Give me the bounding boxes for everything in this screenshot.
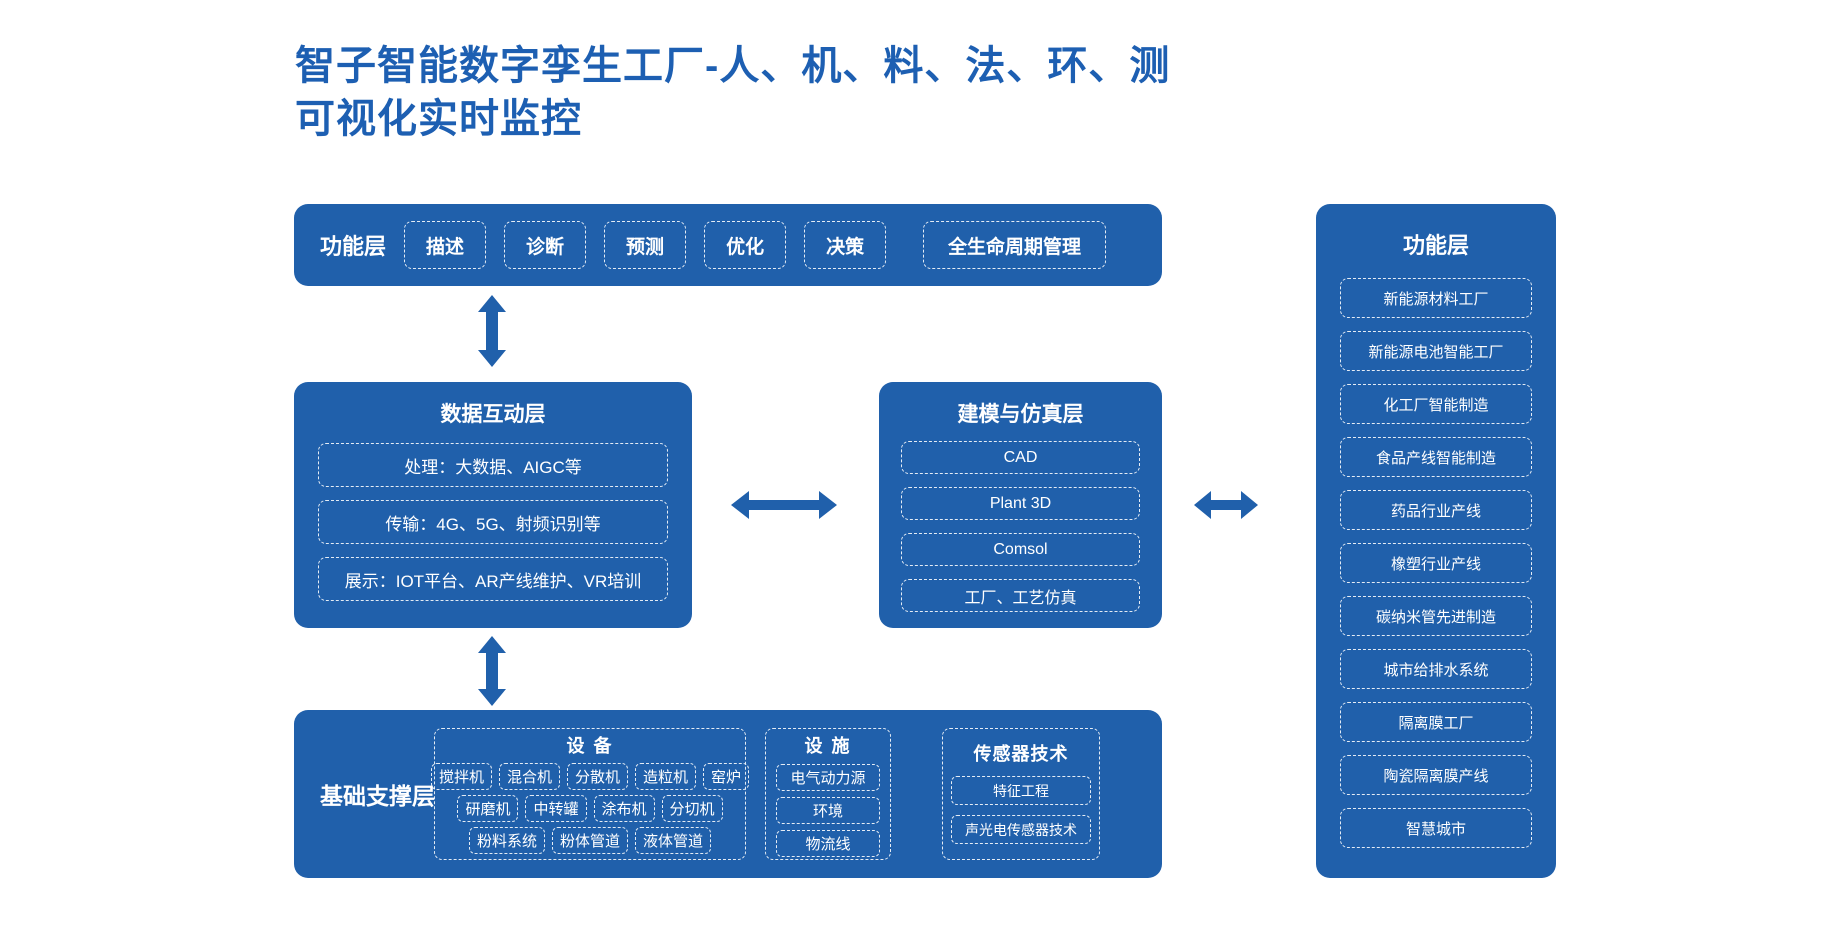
sensor-item: 声光电传感器技术 [951, 815, 1091, 844]
modeling-simulation-layer-box: 建模与仿真层 CAD Plant 3D Comsol 工厂、工艺仿真 [879, 382, 1162, 628]
application-item: 城市给排水系统 [1340, 649, 1532, 689]
equipment-item: 涂布机 [593, 795, 655, 822]
data-item-display: 展示：IOT平台、AR产线维护、VR培训 [318, 557, 668, 601]
top-function-layer-box: 功能层 描述 诊断 预测 优化 决策 全生命周期管理 [294, 204, 1162, 286]
equipment-item: 液体管道 [635, 827, 712, 854]
function-item-diagnose: 诊断 [504, 221, 587, 269]
equipment-item: 造粒机 [635, 763, 697, 790]
facility-item: 电气动力源 [776, 764, 880, 791]
function-item-lifecycle: 全生命周期管理 [922, 221, 1106, 269]
modeling-item-plant3d: Plant 3D [901, 487, 1140, 520]
modeling-simulation-layer-title: 建模与仿真层 [957, 403, 1084, 426]
horizontal-double-arrow-icon-right [1194, 491, 1258, 519]
top-function-layer-label: 功能层 [320, 234, 387, 259]
function-item-predict: 预测 [604, 221, 687, 269]
application-item: 新能源材料工厂 [1340, 278, 1532, 318]
page-title-line1: 智子智能数字孪生工厂-人、机、料、法、环、测 [295, 44, 1171, 88]
foundation-support-layer-box: 基础支撑层 设 备 搅拌机 混合机 分散机 造粒机 窑炉 研磨机 中转罐 涂布机… [294, 710, 1162, 878]
sensor-tech-group: 传感器技术 特征工程 声光电传感器技术 [942, 728, 1100, 860]
equipment-group: 设 备 搅拌机 混合机 分散机 造粒机 窑炉 研磨机 中转罐 涂布机 分切机 粉… [430, 728, 750, 860]
application-item: 碳纳米管先进制造 [1340, 596, 1532, 636]
equipment-item: 搅拌机 [430, 763, 492, 790]
foundation-layer-label: 基础支撑层 [320, 783, 435, 809]
vertical-double-arrow-icon-top [478, 295, 506, 367]
sensor-tech-group-title: 传感器技术 [973, 744, 1069, 764]
application-item: 化工厂智能制造 [1340, 384, 1532, 424]
right-function-layer-box: 功能层 新能源材料工厂 新能源电池智能工厂 化工厂智能制造 食品产线智能制造 药… [1316, 204, 1556, 878]
data-item-transmission: 传输：4G、5G、射频识别等 [318, 500, 668, 544]
modeling-item-cad: CAD [901, 441, 1140, 474]
equipment-item: 分切机 [661, 795, 723, 822]
facility-item: 物流线 [776, 830, 880, 857]
application-item: 药品行业产线 [1340, 490, 1532, 530]
application-item: 橡塑行业产线 [1340, 543, 1532, 583]
application-item: 智慧城市 [1340, 808, 1532, 848]
equipment-item: 研磨机 [457, 795, 519, 822]
equipment-item: 粉料系统 [468, 827, 545, 854]
equipment-item: 混合机 [498, 763, 560, 790]
equipment-item: 分散机 [567, 763, 629, 790]
equipment-group-title: 设 备 [566, 736, 614, 756]
function-item-optimize: 优化 [704, 221, 787, 269]
data-item-processing: 处理：大数据、AIGC等 [318, 443, 668, 487]
facility-item: 环境 [776, 797, 880, 824]
page-title-line2: 可视化实时监控 [295, 96, 582, 141]
application-item: 陶瓷隔离膜产线 [1340, 755, 1532, 795]
equipment-item: 窑炉 [703, 763, 750, 790]
horizontal-double-arrow-icon-left [731, 491, 837, 519]
right-function-layer-title: 功能层 [1402, 233, 1469, 258]
application-item: 隔离膜工厂 [1340, 702, 1532, 742]
function-item-decide: 决策 [804, 221, 887, 269]
equipment-item: 中转罐 [525, 795, 587, 822]
function-item-describe: 描述 [404, 221, 487, 269]
data-interaction-layer-box: 数据互动层 处理：大数据、AIGC等 传输：4G、5G、射频识别等 展示：IOT… [294, 382, 692, 628]
facilities-group-title: 设 施 [804, 736, 852, 756]
application-item: 新能源电池智能工厂 [1340, 331, 1532, 371]
facilities-group: 设 施 电气动力源 环境 物流线 [765, 728, 891, 860]
application-item: 食品产线智能制造 [1340, 437, 1532, 477]
modeling-item-comsol: Comsol [901, 533, 1140, 566]
equipment-item: 粉体管道 [551, 827, 628, 854]
sensor-item: 特征工程 [951, 776, 1091, 805]
modeling-item-process-sim: 工厂、工艺仿真 [901, 579, 1140, 612]
vertical-double-arrow-icon-bottom [478, 636, 506, 706]
data-interaction-layer-title: 数据互动层 [440, 403, 546, 426]
page-title: 智子智能数字孪生工厂-人、机、料、法、环、测 可视化实时监控 [295, 40, 1255, 146]
